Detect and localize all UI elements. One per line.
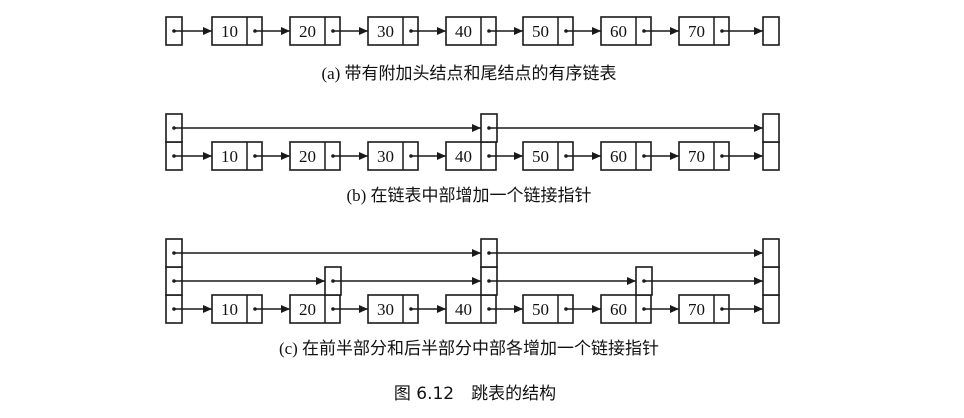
node-value: 60 — [610, 300, 627, 319]
node-value: 10 — [221, 300, 238, 319]
figure-caption: 图 6.12 跳表的结构 — [394, 384, 556, 404]
node-value: 10 — [221, 147, 238, 166]
tail-node-cell — [762, 294, 780, 324]
tail-node-cell — [762, 238, 780, 268]
node-value: 20 — [299, 147, 316, 166]
diagram-c: 10 20 30 40 50 60 70 — [165, 238, 780, 324]
node-value: 10 — [221, 22, 238, 41]
node-value: 30 — [377, 300, 394, 319]
node-value: 50 — [532, 300, 549, 319]
tail-node-cell — [762, 16, 780, 46]
diagram-b: 10 20 30 40 50 60 70 — [165, 113, 780, 171]
node-value: 20 — [299, 300, 316, 319]
node-value: 70 — [688, 22, 705, 41]
tail-node-cell — [762, 113, 780, 143]
node-value: 70 — [688, 300, 705, 319]
node-value: 50 — [532, 22, 549, 41]
node-value: 50 — [532, 147, 549, 166]
tail-node-cell — [762, 141, 780, 171]
caption-c: (c) 在前半部分和后半部分中部各增加一个链接指针 — [279, 339, 659, 358]
tail-node-cell — [762, 266, 780, 296]
caption-b: (b) 在链表中部增加一个链接指针 — [346, 186, 591, 205]
caption-a: (a) 带有附加头结点和尾结点的有序链表 — [321, 64, 616, 83]
node-value: 30 — [377, 22, 394, 41]
diagram-a: 10 20 30 40 50 60 70 — [165, 16, 780, 46]
node-value: 70 — [688, 147, 705, 166]
node-value: 30 — [377, 147, 394, 166]
node-value: 40 — [455, 300, 472, 319]
node-value: 40 — [455, 22, 472, 41]
node-value: 20 — [299, 22, 316, 41]
node-value: 60 — [610, 22, 627, 41]
node-value: 40 — [455, 147, 472, 166]
node-value: 60 — [610, 147, 627, 166]
